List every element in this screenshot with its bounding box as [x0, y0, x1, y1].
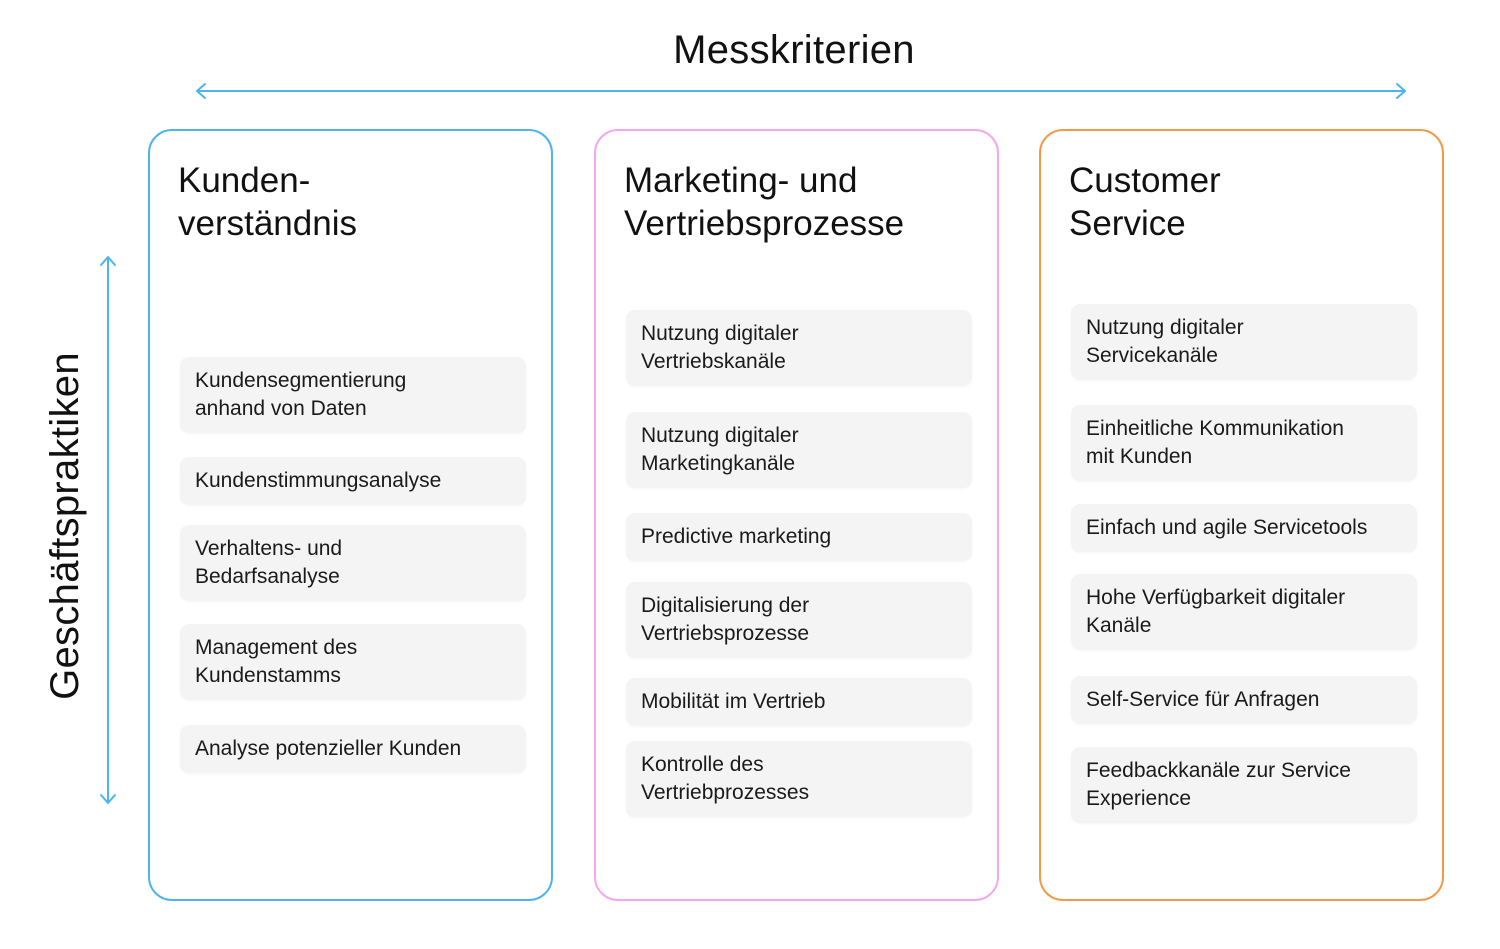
list-item: Self-Service für Anfragen	[1071, 676, 1417, 724]
column-kundenverstaendnis: Kunden- verständnis Kundensegmentierung …	[148, 129, 553, 901]
list-item: Einheitliche Kommunikation mit Kunden	[1071, 405, 1417, 481]
list-item: Mobilität im Vertrieb	[626, 678, 972, 726]
list-item: Hohe Verfügbarkeit digitaler Kanäle	[1071, 574, 1417, 650]
side-axis-label: Geschäftspraktiken	[43, 352, 87, 700]
column-marketing-vertrieb: Marketing- und Vertriebsprozesse Nutzung…	[594, 129, 999, 901]
list-item: Feedbackkanäle zur Service Experience	[1071, 747, 1417, 823]
list-item: Predictive marketing	[626, 513, 972, 561]
column-title: Customer Service	[1069, 161, 1221, 243]
list-item: Kundenstimmungsanalyse	[180, 457, 526, 505]
list-item: Management des Kundenstamms	[180, 624, 526, 700]
list-item: Kundensegmentierung anhand von Daten	[180, 357, 526, 433]
list-item: Nutzung digitaler Servicekanäle	[1071, 304, 1417, 380]
column-title: Kunden- verständnis	[178, 161, 357, 243]
list-item: Verhaltens- und Bedarfsanalyse	[180, 525, 526, 601]
list-item: Nutzung digitaler Marketingkanäle	[626, 412, 972, 488]
column-title: Marketing- und Vertriebsprozesse	[624, 161, 905, 243]
column-customer-service: Customer Service Nutzung digitaler Servi…	[1039, 129, 1444, 901]
list-item: Digitalisierung der Vertriebsprozesse	[626, 582, 972, 658]
list-item: Analyse potenzieller Kunden	[180, 725, 526, 773]
list-item: Kontrolle des Vertriebprozesses	[626, 741, 972, 817]
horizontal-double-arrow-icon	[196, 83, 1406, 99]
list-item: Nutzung digitaler Vertriebskanäle	[626, 310, 972, 386]
diagram-title: Messkriterien	[673, 28, 915, 72]
list-item: Einfach und agile Servicetools	[1071, 504, 1417, 552]
vertical-double-arrow-icon	[100, 256, 116, 804]
